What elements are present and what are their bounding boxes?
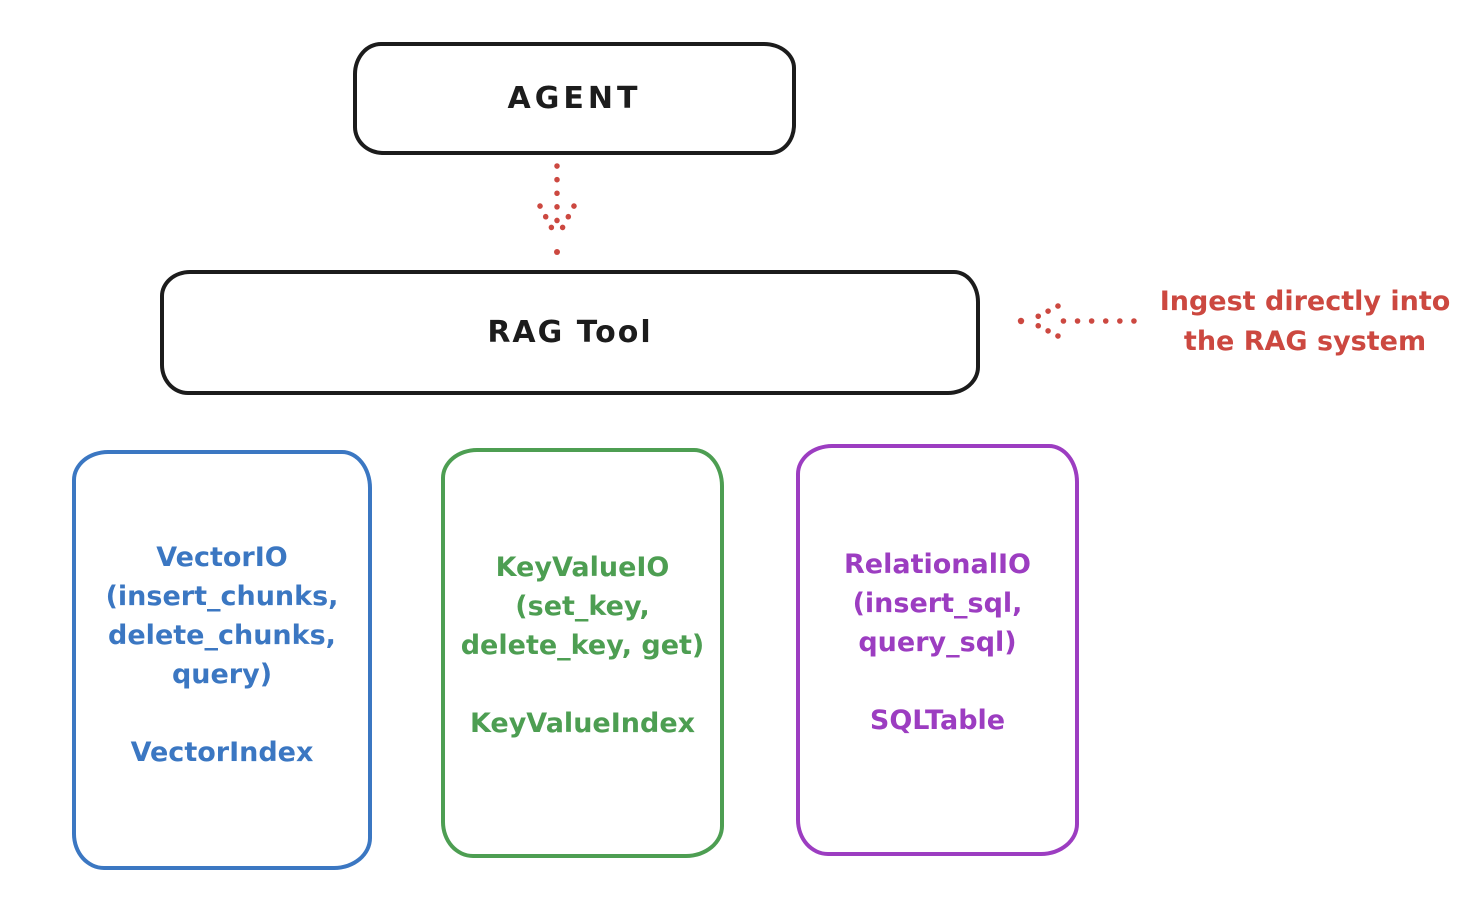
backend-line: query) (171, 659, 273, 690)
backend-line: delete_chunks, (108, 620, 336, 651)
vector-io-box: VectorIO (insert_chunks, delete_chunks, … (72, 450, 372, 870)
rag-tool-node: RAG Tool (160, 270, 980, 395)
agent-to-rag-arrow-icon (537, 163, 577, 255)
sql-table-label: SQLTable (869, 705, 1006, 736)
relational-io-lines: RelationalIO (insert_sql, query_sql) (800, 545, 1075, 662)
backend-line: VectorIO (156, 542, 288, 573)
vector-io-lines: VectorIO (insert_chunks, delete_chunks, … (76, 538, 368, 694)
rag-tool-label: RAG Tool (487, 315, 653, 350)
relational-io-box: RelationalIO (insert_sql, query_sql) SQL… (796, 444, 1079, 856)
ingest-annotation: Ingest directly into the RAG system (1135, 282, 1475, 362)
ingest-annotation-line1: Ingest directly into (1159, 286, 1451, 317)
ingest-annotation-line2: the RAG system (1183, 326, 1427, 357)
keyvalue-io-lines: KeyValueIO (set_key, delete_key, get) (445, 548, 720, 665)
backend-line: KeyValueIO (495, 552, 670, 583)
backend-line: delete_key, get) (460, 630, 705, 661)
vector-index-label: VectorIndex (130, 737, 314, 768)
keyvalue-io-box: KeyValueIO (set_key, delete_key, get) Ke… (441, 448, 724, 858)
annotation-to-rag-arrow-icon (1017, 303, 1137, 339)
backend-line: (set_key, (515, 591, 650, 622)
backend-line: RelationalIO (844, 549, 1031, 580)
agent-node: AGENT (353, 42, 796, 155)
backend-line: (insert_sql, (852, 588, 1023, 619)
backend-line: query_sql) (858, 627, 1017, 658)
agent-label: AGENT (507, 81, 642, 116)
keyvalue-index-label: KeyValueIndex (469, 708, 696, 739)
backend-line: (insert_chunks, (105, 581, 339, 612)
